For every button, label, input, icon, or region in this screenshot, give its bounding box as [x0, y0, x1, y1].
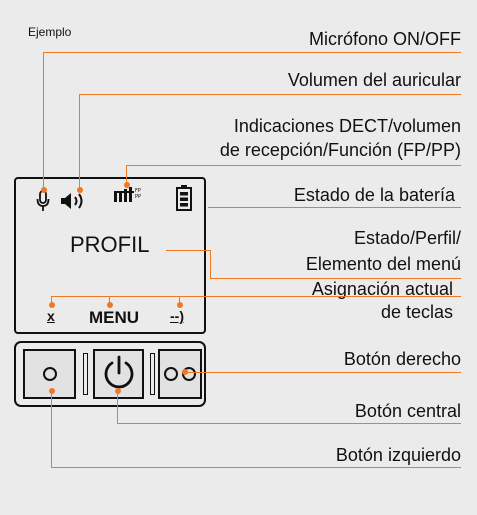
leader-soft-v3 — [179, 296, 181, 304]
softkey-center-label: MENU — [89, 308, 140, 327]
label-volume: Volumen del auricular — [287, 70, 461, 90]
softkey-left-label: x — [47, 308, 55, 324]
speaker-volume-icon — [61, 193, 83, 209]
example-label: Ejemplo — [28, 25, 72, 39]
leader-center-button-h — [117, 423, 461, 425]
leader-soft-dot3 — [177, 302, 183, 308]
microphone-icon — [36, 190, 50, 211]
label-dect-line2: de recepción/Función (FP/PP) — [219, 140, 461, 160]
leader-microphone-h — [43, 52, 461, 54]
leader-center-button-v — [117, 390, 119, 423]
leader-soft-h — [51, 296, 461, 298]
leader-volume-v — [79, 94, 81, 190]
double-circle-icon — [164, 367, 196, 381]
leader-soft-dot1 — [49, 302, 55, 308]
leader-left-button-dot — [49, 388, 55, 394]
keypad-frame — [14, 341, 206, 407]
label-left-button: Botón izquierdo — [335, 445, 461, 465]
dect-signal-icon: FP PP — [114, 187, 141, 202]
label-microphone: Micrófono ON/OFF — [308, 29, 461, 49]
right-button[interactable] — [158, 349, 202, 399]
leader-dect-v — [126, 165, 128, 186]
label-right-button: Botón derecho — [343, 349, 461, 369]
leader-state-v — [210, 250, 212, 279]
leader-left-button-h — [51, 467, 461, 469]
leader-microphone-dot — [41, 187, 47, 193]
leader-right-button-dot — [182, 369, 188, 375]
power-icon — [104, 355, 134, 389]
label-soft-line2: de teclas — [380, 302, 453, 322]
battery-icon — [176, 185, 192, 211]
label-battery: Estado de la batería — [293, 185, 455, 205]
leader-right-button-h — [185, 372, 461, 374]
leader-volume-h — [79, 94, 461, 96]
leader-soft-dot2 — [107, 302, 113, 308]
leader-microphone-v — [43, 52, 45, 190]
leader-volume-dot — [77, 187, 83, 193]
leader-dect-dot — [124, 182, 130, 188]
pp-label: PP — [135, 194, 141, 200]
leader-soft-v1 — [51, 296, 53, 304]
label-dect-line1: Indicaciones DECT/volumen — [233, 116, 461, 136]
label-center-button: Botón central — [354, 401, 461, 421]
leader-dect-h — [126, 165, 461, 167]
fp-label: FP — [135, 188, 141, 194]
leader-battery-h — [208, 207, 461, 209]
label-state-line1: Estado/Perfil/ — [353, 228, 461, 248]
label-state-line2: Elemento del menú — [305, 254, 461, 274]
label-soft-line1: Asignación actual — [311, 279, 453, 299]
leader-state-h1 — [166, 250, 210, 252]
leader-soft-v2 — [109, 296, 111, 304]
leader-state-h2 — [210, 278, 461, 280]
key-divider-left — [83, 353, 88, 395]
display-main-text: PROFIL — [70, 232, 150, 257]
circle-icon — [43, 367, 57, 381]
key-divider-right — [150, 353, 155, 395]
softkey-right-label: --) — [170, 308, 184, 324]
handset-display — [14, 177, 206, 334]
leader-left-button-v — [51, 390, 53, 467]
leader-center-button-dot — [115, 388, 121, 394]
